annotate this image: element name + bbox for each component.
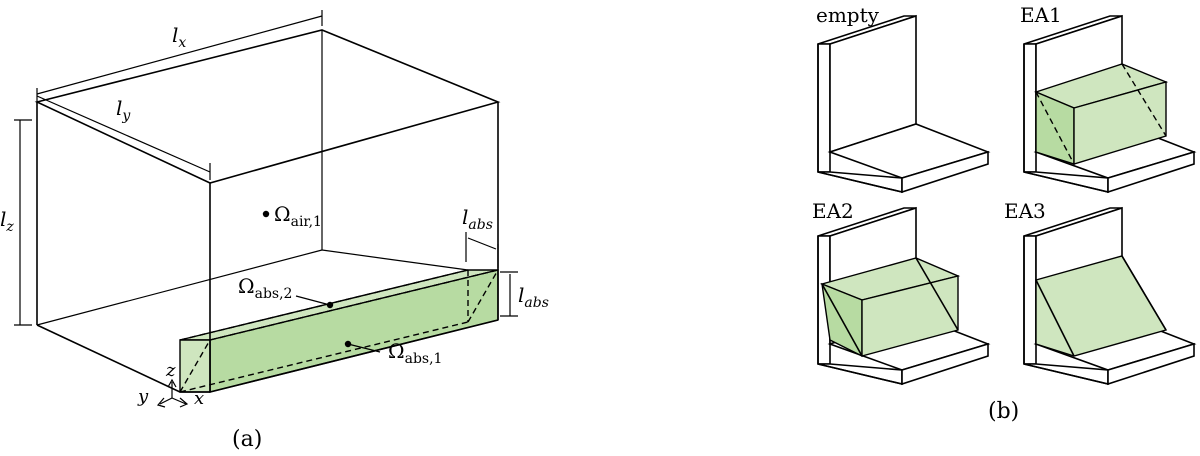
dim-lz-label: lz — [0, 207, 14, 235]
variant-ea2: EA2 — [812, 199, 991, 386]
axis-x-label: x — [194, 388, 204, 409]
floor-front-face — [901, 342, 989, 386]
panel-a-caption: (a) — [232, 427, 262, 452]
dim-lx-label: lx — [172, 23, 186, 51]
omega-air-dot — [262, 210, 270, 218]
wall-edge — [817, 171, 903, 193]
ea1-hidden-edge — [1121, 63, 1167, 137]
omega-abs2-label: Ωabs,2 — [238, 274, 292, 302]
axis-y-head — [156, 397, 166, 408]
ea3-edge — [1121, 255, 1167, 331]
omega-air-label: Ωair,1 — [274, 202, 322, 230]
axis-y-arrow — [159, 397, 173, 405]
panel-b: empty EA1 — [812, 3, 1197, 424]
room-top-face — [34, 29, 501, 184]
absorber-hidden-edge — [179, 339, 211, 393]
variant-empty: empty — [816, 3, 991, 194]
floor-front-face — [1107, 150, 1195, 194]
variant-ea1: EA1 — [1020, 3, 1197, 194]
room-edge — [36, 249, 323, 326]
axis-z-head — [167, 378, 177, 388]
absorber-hidden-edge — [467, 269, 499, 323]
room-edge — [209, 319, 499, 393]
floor-front-face — [901, 150, 989, 194]
panel-a: lx ly lz labs labs Ωair,1 Ωabs,2 Ωabs,1 … — [0, 10, 549, 452]
back-wall-face — [817, 43, 831, 173]
coordinate-axes: z y x — [137, 360, 204, 409]
room-edge — [36, 324, 181, 393]
omega-abs1-leader — [347, 343, 381, 353]
label-ea2: EA2 — [812, 199, 854, 223]
axis-z-label: z — [165, 360, 176, 381]
panel-b-caption: (b) — [988, 399, 1019, 424]
omega-abs1-label: Ωabs,1 — [388, 339, 442, 367]
dim-lx-line — [36, 15, 323, 95]
axis-x-head — [179, 397, 189, 408]
ea1-hidden-edge — [1035, 91, 1075, 165]
dimension-lines — [14, 10, 518, 326]
back-wall-face — [1023, 43, 1037, 173]
absorber-shapes — [179, 269, 499, 393]
dim-ly-label: ly — [116, 96, 131, 124]
dim-ly-line — [36, 95, 211, 173]
dim-labs-top-label: labs — [462, 205, 493, 233]
dim-labs-side-label: labs — [518, 283, 549, 311]
wall-edge — [817, 363, 903, 385]
label-ea3: EA3 — [1004, 199, 1046, 223]
axis-x-arrow — [171, 397, 187, 405]
ea3-absorber-face — [1035, 255, 1168, 357]
dim-labs-top-line — [467, 237, 497, 250]
floor-front-face — [1107, 342, 1195, 386]
omega-abs2-leader — [295, 295, 331, 306]
label-empty: empty — [816, 3, 880, 27]
label-ea1: EA1 — [1020, 3, 1062, 27]
variant-ea3: EA3 — [1004, 199, 1197, 386]
ea2-edge — [821, 283, 863, 357]
wall-edge — [1023, 363, 1109, 385]
ea3-edge — [1035, 279, 1075, 357]
wall-edge — [1023, 171, 1109, 193]
back-wall-face — [1023, 235, 1037, 365]
room-edge — [321, 249, 469, 271]
axis-y-label: y — [137, 386, 149, 407]
ea2-edge — [915, 257, 959, 331]
room-box — [34, 29, 501, 393]
